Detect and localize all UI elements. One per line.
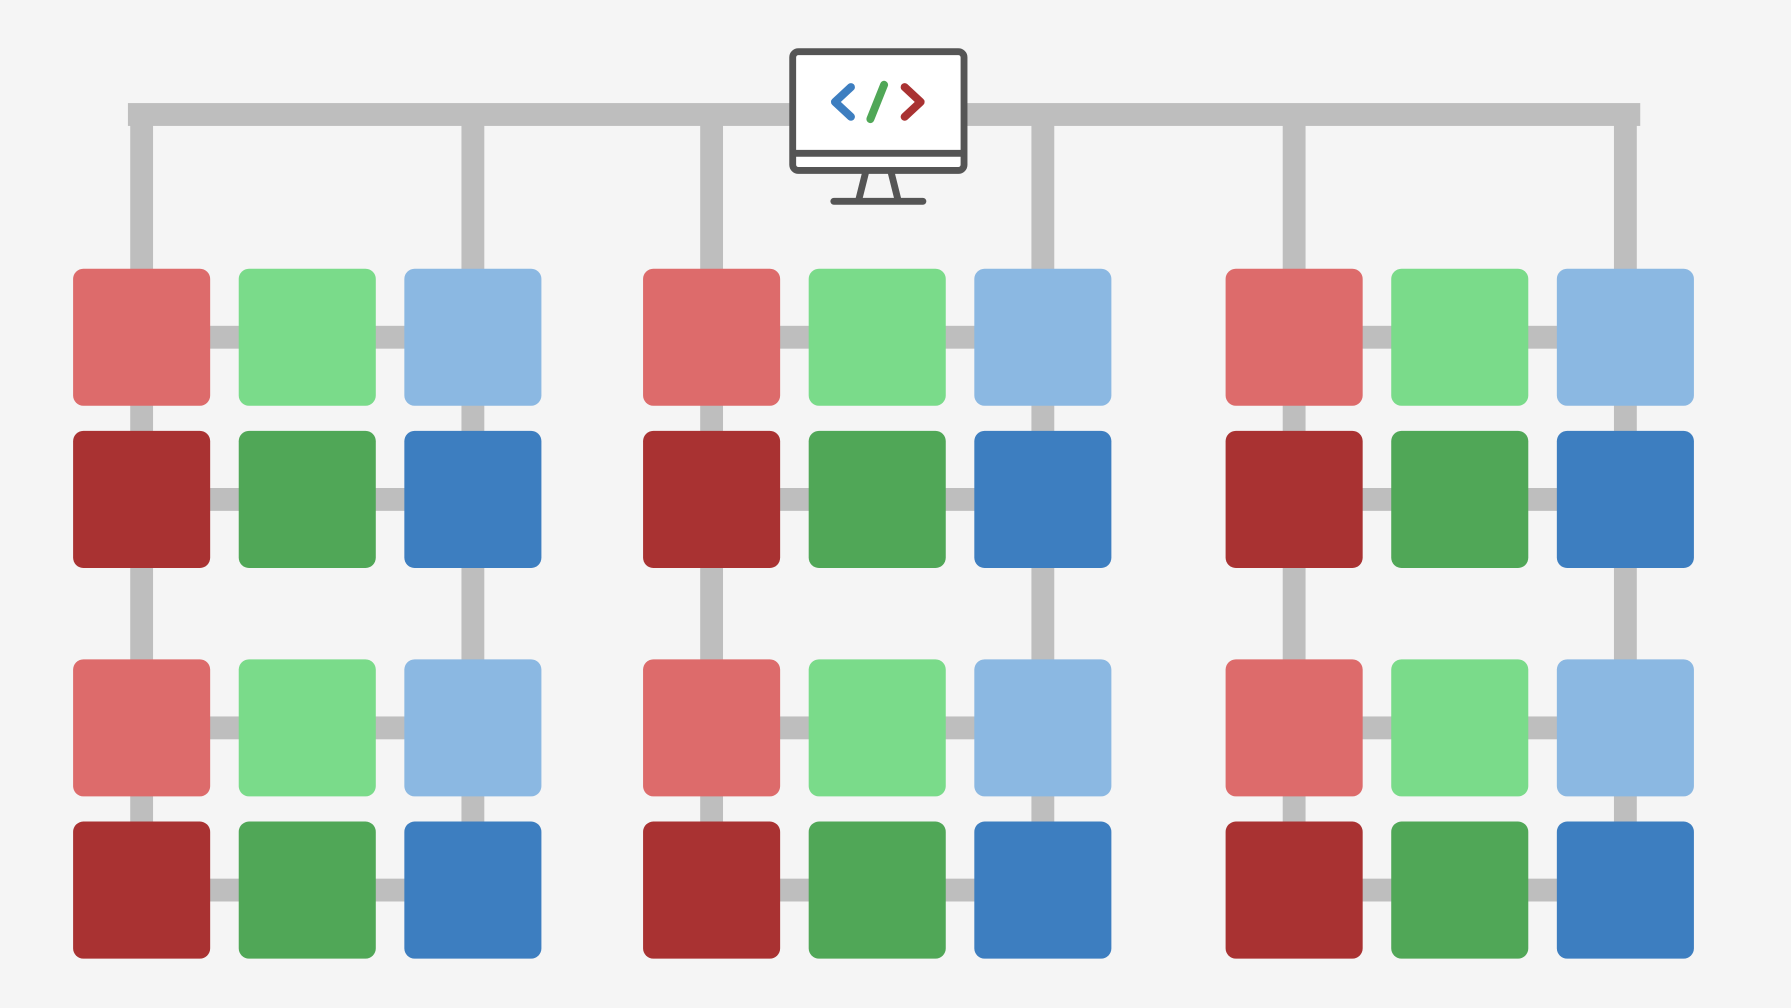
light-blue-square <box>974 268 1112 406</box>
close-bracket-icon <box>900 83 925 121</box>
dark-red-square <box>1225 821 1363 959</box>
light-blue-square <box>404 268 542 406</box>
dark-red-square <box>73 821 211 959</box>
dark-green-square <box>238 430 376 568</box>
light-green-square <box>1391 659 1529 797</box>
squares <box>73 268 1694 959</box>
monitor-screen <box>789 48 968 174</box>
monitor-stand <box>855 170 902 200</box>
light-green-square <box>1391 268 1529 406</box>
light-blue-square <box>1556 268 1694 406</box>
dark-blue-square <box>1556 821 1694 959</box>
light-blue-square <box>974 659 1112 797</box>
light-green-square <box>238 268 376 406</box>
dark-blue-square <box>404 430 542 568</box>
dark-green-square <box>1391 821 1529 959</box>
light-blue-square <box>1556 659 1694 797</box>
dark-blue-square <box>404 821 542 959</box>
dark-green-square <box>808 821 946 959</box>
dark-red-square <box>643 821 781 959</box>
dark-red-square <box>1225 430 1363 568</box>
dark-red-square <box>73 430 211 568</box>
dark-green-square <box>238 821 376 959</box>
light-red-square <box>1225 268 1363 406</box>
light-red-square <box>643 659 781 797</box>
light-red-square <box>643 268 781 406</box>
monitor-code-icon <box>789 48 968 205</box>
dark-green-square <box>808 430 946 568</box>
light-green-square <box>238 659 376 797</box>
dark-blue-square <box>974 821 1112 959</box>
light-green-square <box>808 268 946 406</box>
slash-icon <box>866 80 889 124</box>
dark-blue-square <box>1556 430 1694 568</box>
dark-red-square <box>643 430 781 568</box>
light-green-square <box>808 659 946 797</box>
light-red-square <box>73 268 211 406</box>
dark-blue-square <box>974 430 1112 568</box>
dark-green-square <box>1391 430 1529 568</box>
light-red-square <box>1225 659 1363 797</box>
light-red-square <box>73 659 211 797</box>
light-blue-square <box>404 659 542 797</box>
open-bracket-icon <box>830 83 855 121</box>
